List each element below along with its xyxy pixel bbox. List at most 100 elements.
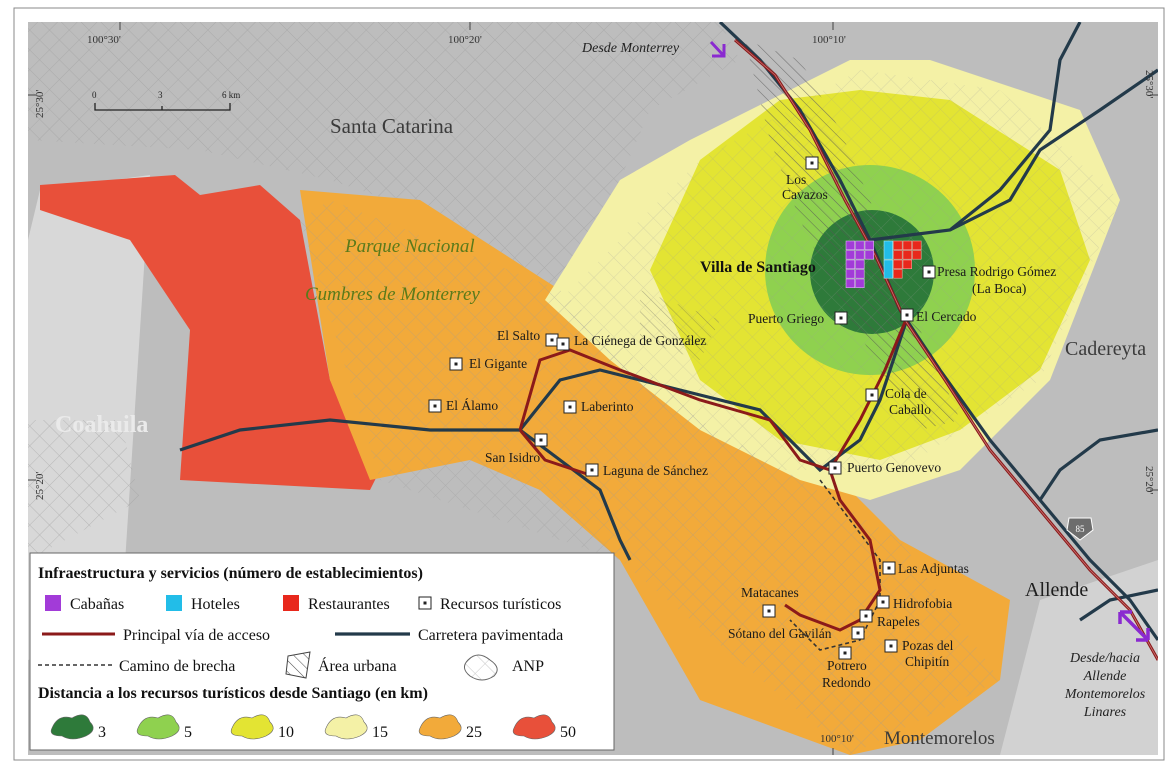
coord-right-2: 25°20' [1143,466,1155,494]
marker-dot [454,362,458,366]
legend-distance-label: 10 [278,724,294,741]
access-south-line3: Montemorelos [1064,687,1146,702]
marker-dot [839,316,843,320]
legend-distance-swatch [136,714,180,740]
label-sotano: Sótano del Gavilán [728,626,832,641]
establishment-cell-restaurante [912,250,922,260]
label-el-alamo: El Álamo [446,398,498,413]
legend-title-services: Infraestructura y servicios (número de e… [38,565,423,582]
label-potrero-2: Redondo [822,675,871,690]
region-labels: Santa Catarina Coahuila Cadereyta Allend… [55,114,1146,749]
legend-distance-swatch [50,714,94,740]
marker-dot [568,405,572,409]
legend-distance-swatch [512,714,556,740]
marker-dot [927,270,931,274]
legend-cabanas: Cabañas [70,596,124,613]
town-name: Villa de Santiago [700,259,816,276]
urban-area-west [640,290,720,360]
establishment-cell-cabana [845,250,855,260]
place-labels: Los Cavazos Presa Rodrigo Gómez (La Boca… [446,172,1056,690]
legend-distance-label: 3 [98,724,106,741]
marker-dot [856,631,860,635]
establishment-cell-cabana [845,278,855,288]
access-south: Desde/hacia Allende Montemorelos Linares [1064,651,1146,720]
double-arrow-icon [1118,610,1150,642]
establishment-cell-cabana [845,259,855,269]
label-rapeles: Rapeles [877,614,920,629]
legend-swatch-cabanas [45,595,61,611]
label-los-cavazos-2: Cavazos [782,187,828,202]
establishment-cell-cabana [864,240,874,250]
anp-area-north [28,22,740,290]
legend-distance-label: 5 [184,724,192,741]
label-potrero-1: Potrero [827,658,867,673]
marker-dot [550,338,554,342]
legend-distance-swatch [324,714,368,740]
park-name-line2: Cumbres de Monterrey [305,284,480,305]
label-san-isidro: San Isidro [485,450,540,465]
legend-urbana: Área urbana [318,656,397,675]
legend-carretera: Carretera pavimentada [418,627,563,644]
coord-top-1: 100°30' [87,34,121,46]
legend-principal: Principal vía de acceso [123,627,270,644]
label-cola-caballo-2: Caballo [889,402,931,417]
arrow-icon [709,40,726,58]
graticule-ticks [28,22,1158,755]
establishment-cell-cabana [864,250,874,260]
legend-distance-label: 15 [372,724,388,741]
highway-number: 85 [1076,524,1086,534]
label-cola-caballo-1: Cola de [885,386,927,401]
marker-dot [870,393,874,397]
establishment-cell-cabana [855,250,865,260]
legend-distance-swatch [230,714,274,740]
marker-dot [433,404,437,408]
legend-swatch-restaurantes [283,595,299,611]
label-presa-1: Presa Rodrigo Gómez [937,264,1056,279]
establishment-cell-restaurante [902,259,912,269]
label-pozas-2: Chipitín [905,654,950,669]
establishment-cell-restaurante [893,259,903,269]
legend-anp: ANP [512,658,544,675]
label-el-gigante: El Gigante [469,356,527,371]
label-el-cercado: El Cercado [916,309,977,324]
label-cienega: La Ciénega de González [574,333,706,348]
marker-dot [539,438,543,442]
legend-title-distance: Distancia a los recursos turísticos desd… [38,685,428,702]
establishment-cell-cabana [855,259,865,269]
marker-dot [561,342,565,346]
marker-dot [864,614,868,618]
scale-tick-6: 6 km [222,90,240,100]
establishment-cell-cabana [855,269,865,279]
marker-dot [810,161,814,165]
establishment-cell-restaurante [902,250,912,260]
coord-left-2: 25°20' [34,472,46,500]
establishments-grid [845,240,922,288]
label-puerto-griego: Puerto Griego [748,311,824,326]
legend-distance-scale: 3 5 10 15 25 50 [50,714,576,741]
urban-area [745,40,960,430]
legend-distance-label: 25 [466,724,482,741]
establishment-cell-cabana [855,278,865,288]
coord-top-3: 100°10' [812,34,846,46]
marker-dot [905,313,909,317]
legend-hoteles: Hoteles [191,596,240,613]
legend-distance-label: 50 [560,724,576,741]
marker-dot [889,644,893,648]
coord-top-2: 100°20' [448,34,482,46]
scale-tick-3: 3 [158,90,163,100]
label-hidrofobia: Hidrofobia [893,596,952,611]
tourist-resource-markers [428,156,936,660]
establishment-cell-cabana [845,240,855,250]
coord-left-1: 25°30' [34,90,46,118]
label-pozas-1: Pozas del [902,638,954,653]
legend-swatch-hoteles [166,595,182,611]
establishment-cell-restaurante [893,250,903,260]
establishment-cell-cabana [845,269,855,279]
scale-bar: 0 3 6 km [92,90,240,111]
marker-dot [767,609,771,613]
establishment-cell-hotel [883,240,893,260]
park-name-line1: Parque Nacional [344,236,475,257]
marker-dot [833,466,837,470]
